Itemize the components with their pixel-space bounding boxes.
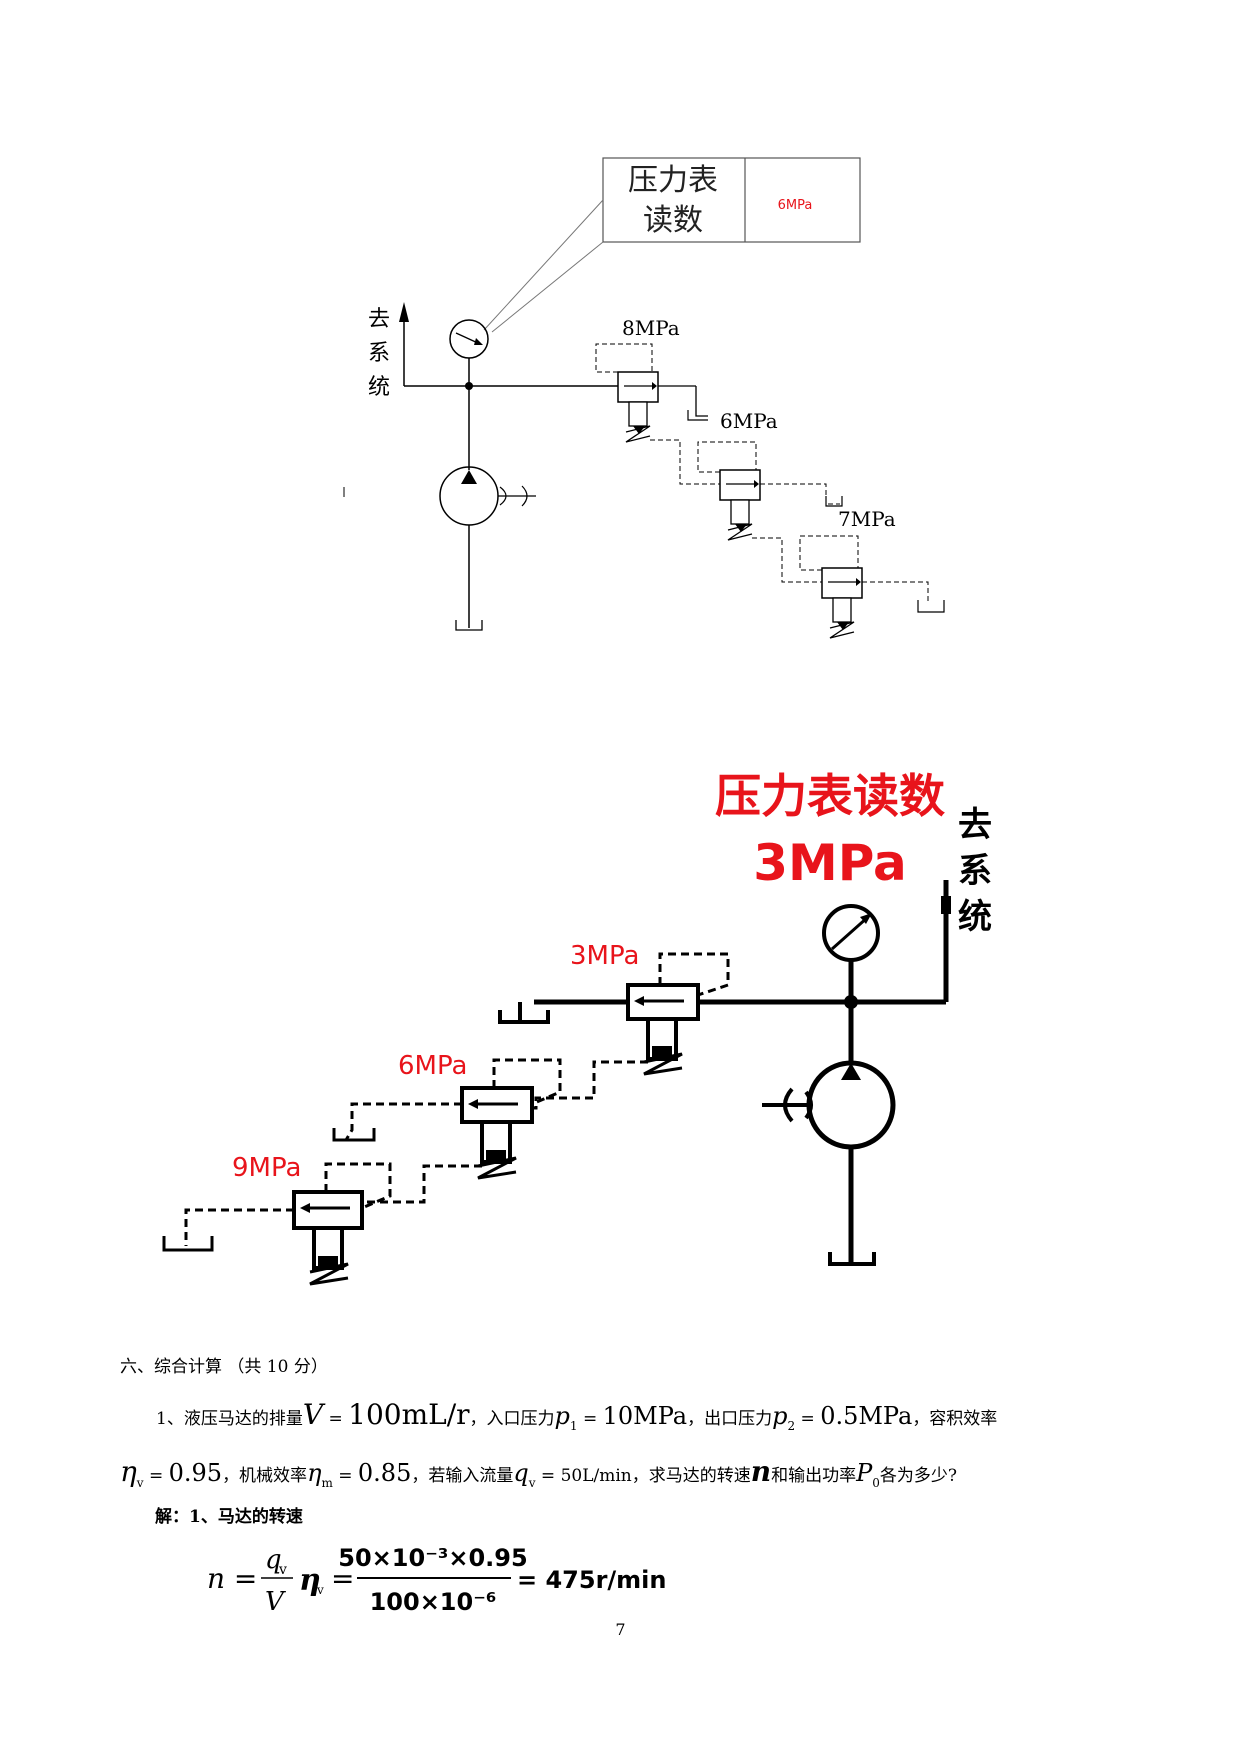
valve3-pressure-label: 7MPa bbox=[838, 507, 896, 531]
hydraulic-diagram-2: 压力表读数 3MPa 去 系 统 3MPa bbox=[162, 769, 992, 1286]
section-heading: 六、综合计算 （共 10 分） bbox=[120, 1357, 328, 1377]
formula-eta-sub: v bbox=[316, 1583, 324, 1597]
pump-icon bbox=[439, 466, 536, 526]
pump-icon bbox=[762, 1060, 896, 1150]
relief-valve-3 bbox=[799, 535, 945, 639]
page-number: 7 bbox=[615, 1620, 626, 1639]
hydraulic-diagram-1: 压力表 读数 6MPa 去 系 统 bbox=[343, 157, 945, 639]
valve-3mpa-label: 3MPa bbox=[570, 941, 639, 971]
valve1-pressure-label: 8MPa bbox=[622, 316, 680, 340]
gauge-reading-title: 压力表读数 bbox=[715, 769, 945, 823]
gauge-box-title-line2: 读数 bbox=[643, 203, 703, 238]
pressure-gauge-icon bbox=[449, 319, 489, 359]
tank-icon bbox=[828, 1252, 876, 1266]
gauge-reading-value: 3MPa bbox=[753, 834, 907, 892]
frac2-denominator: 100×10⁻⁶ bbox=[370, 1588, 497, 1616]
gauge-reading-box: 压力表 读数 6MPa bbox=[602, 157, 861, 243]
formula-graphic: n = q v V η v = 50×10⁻³×0.95 100×10⁻⁶ = … bbox=[207, 1544, 666, 1617]
relief-valve-1 bbox=[595, 343, 708, 443]
solution-label: 解：1、马达的转速 bbox=[155, 1507, 303, 1527]
frac1-denominator: V bbox=[265, 1587, 286, 1617]
to-system-char-1: 去 bbox=[368, 307, 390, 332]
formula-result: = 475r/min bbox=[517, 1566, 666, 1594]
relief-valve-3mpa bbox=[498, 952, 730, 1076]
relief-valve-2 bbox=[697, 441, 843, 541]
formula-eta: η bbox=[299, 1563, 321, 1598]
frac1-numerator: q bbox=[265, 1545, 282, 1575]
valve-6mpa-label: 6MPa bbox=[398, 1051, 467, 1081]
formula-lhs: n = bbox=[207, 1562, 257, 1595]
gauge-box-value: 6MPa bbox=[778, 198, 813, 213]
formula-eq: = bbox=[331, 1562, 354, 1595]
to-system-char-3: 统 bbox=[368, 375, 390, 400]
relief-valve-6mpa bbox=[332, 1058, 562, 1180]
to-system-char-1: 去 bbox=[958, 805, 992, 845]
speed-formula: n = q v V η v = 50×10⁻³×0.95 100×10⁻⁶ = … bbox=[205, 1530, 725, 1637]
frac1-numerator-sub: v bbox=[278, 1562, 287, 1578]
frac2-numerator: 50×10⁻³×0.95 bbox=[338, 1544, 527, 1572]
problem-intro: 1、液压马达的排量 bbox=[156, 1409, 303, 1429]
to-system-arrow bbox=[399, 302, 409, 386]
valve-9mpa-label: 9MPa bbox=[232, 1153, 301, 1183]
valve2-pressure-label: 6MPa bbox=[720, 409, 778, 433]
relief-valve-9mpa bbox=[162, 1162, 392, 1286]
to-system-char-3: 统 bbox=[958, 897, 992, 937]
tank-icon bbox=[455, 620, 483, 631]
pressure-gauge-icon bbox=[822, 904, 880, 962]
to-system-char-2: 系 bbox=[958, 851, 992, 891]
gauge-box-title-line1: 压力表 bbox=[628, 163, 718, 198]
problem-statement: 1、液压马达的排量V = 100mL/r，入口压力p1 = 10MPa，出口压力… bbox=[120, 1398, 998, 1490]
to-system-char-2: 系 bbox=[368, 341, 390, 366]
